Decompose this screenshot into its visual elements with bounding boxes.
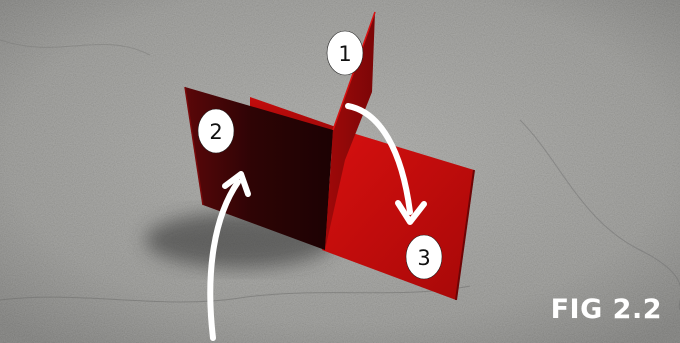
vertical-fin xyxy=(325,12,375,250)
marker-1: 1 xyxy=(326,30,364,76)
arrow-up-head xyxy=(222,171,251,197)
concrete-crack xyxy=(519,119,680,311)
floor-plate-edge xyxy=(455,169,475,301)
concrete-crack xyxy=(0,39,151,56)
figure-caption: FIG 2.2 xyxy=(551,294,662,325)
marker-1-label: 1 xyxy=(338,42,351,66)
arrow-up xyxy=(207,179,241,341)
concrete-crack xyxy=(0,285,471,303)
arrow-down xyxy=(345,103,413,215)
marker-3-label: 3 xyxy=(417,246,430,270)
marker-3: 3 xyxy=(405,234,443,280)
left-panel-edge xyxy=(184,86,204,206)
arrow-down-head xyxy=(395,200,427,225)
marker-2-label: 2 xyxy=(209,120,222,144)
marker-2: 2 xyxy=(197,108,235,154)
